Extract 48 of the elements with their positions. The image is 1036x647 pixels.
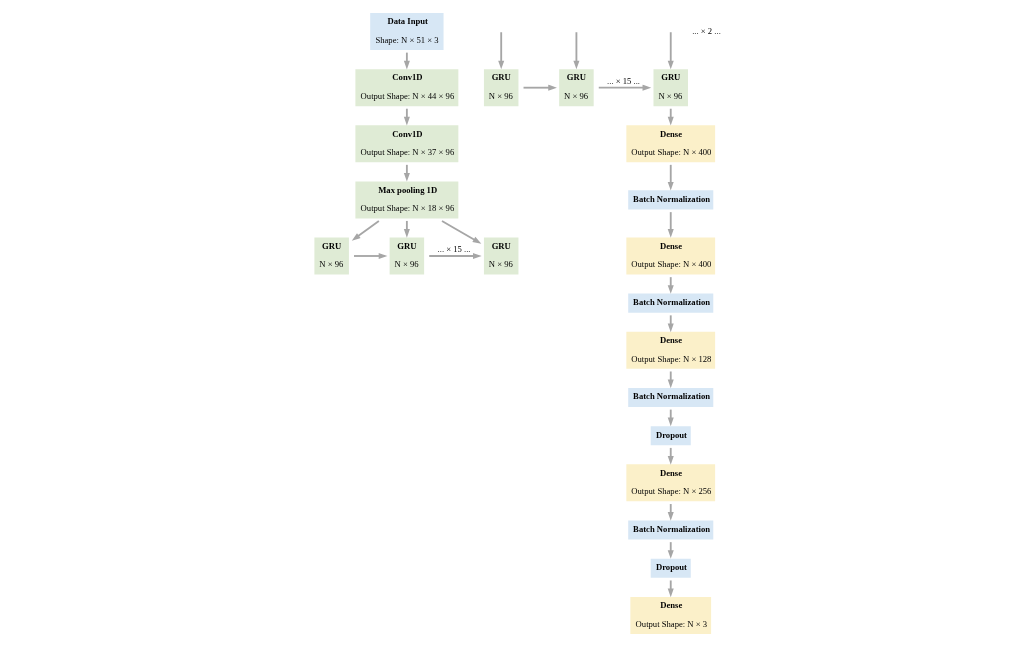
node-box: Dense Output Shape: N × 128 bbox=[626, 331, 716, 369]
arrow bbox=[597, 84, 652, 91]
arrow bbox=[667, 447, 674, 465]
arrow bbox=[667, 163, 674, 191]
node-box: GRU N × 96 bbox=[389, 237, 425, 275]
arrow bbox=[403, 163, 410, 182]
arrow bbox=[428, 252, 482, 260]
arrow bbox=[667, 31, 674, 70]
arrow bbox=[351, 220, 380, 241]
arrow bbox=[667, 408, 674, 427]
arrow bbox=[403, 51, 410, 70]
node-box: Dropout bbox=[650, 558, 691, 578]
node-box: Data Input Shape: N × 51 × 3 bbox=[370, 13, 444, 51]
node-box: Dense Output Shape: N × 3 bbox=[630, 596, 712, 634]
arrow bbox=[667, 541, 674, 559]
node-box: Batch Normalization bbox=[628, 293, 714, 313]
arrow bbox=[667, 211, 674, 238]
node-box: Batch Normalization bbox=[628, 190, 714, 210]
node-box: Dense Output Shape: N × 400 bbox=[626, 125, 716, 163]
label: ... × 2 ... bbox=[692, 25, 721, 36]
node-box: Batch Normalization bbox=[628, 387, 714, 408]
arrow bbox=[522, 84, 557, 91]
arrow bbox=[667, 314, 674, 333]
arrow bbox=[667, 107, 674, 126]
node-box: GRU N × 96 bbox=[483, 69, 519, 107]
node-box: Batch Normalization bbox=[628, 520, 714, 540]
arrow bbox=[403, 220, 410, 238]
arrow bbox=[403, 107, 410, 126]
node-box: Dense Output Shape: N × 256 bbox=[626, 464, 716, 502]
arrow bbox=[353, 252, 388, 260]
node-box: GRU N × 96 bbox=[483, 237, 519, 275]
arrow bbox=[667, 503, 674, 521]
arrow bbox=[441, 220, 482, 244]
node-box: GRU N × 96 bbox=[653, 69, 688, 107]
node-box: GRU N × 96 bbox=[314, 237, 349, 275]
node-box: Conv1D Output Shape: N × 44 × 96 bbox=[355, 69, 459, 107]
arrow bbox=[667, 370, 674, 389]
node-box: Max pooling 1D Output Shape: N × 18 × 96 bbox=[355, 181, 459, 219]
node-box: GRU N × 96 bbox=[559, 69, 594, 107]
edge-label: ... × 15 ... bbox=[607, 75, 641, 86]
node-box: Dense Output Shape: N × 400 bbox=[626, 237, 716, 275]
node-box: Dropout bbox=[650, 426, 691, 446]
node-box: Conv1D Output Shape: N × 37 × 96 bbox=[355, 125, 459, 163]
arrow bbox=[573, 31, 580, 70]
arrow bbox=[667, 579, 674, 598]
edge-label: ... × 15 ... bbox=[437, 243, 471, 254]
arrow bbox=[498, 31, 505, 70]
arrow bbox=[667, 276, 674, 294]
